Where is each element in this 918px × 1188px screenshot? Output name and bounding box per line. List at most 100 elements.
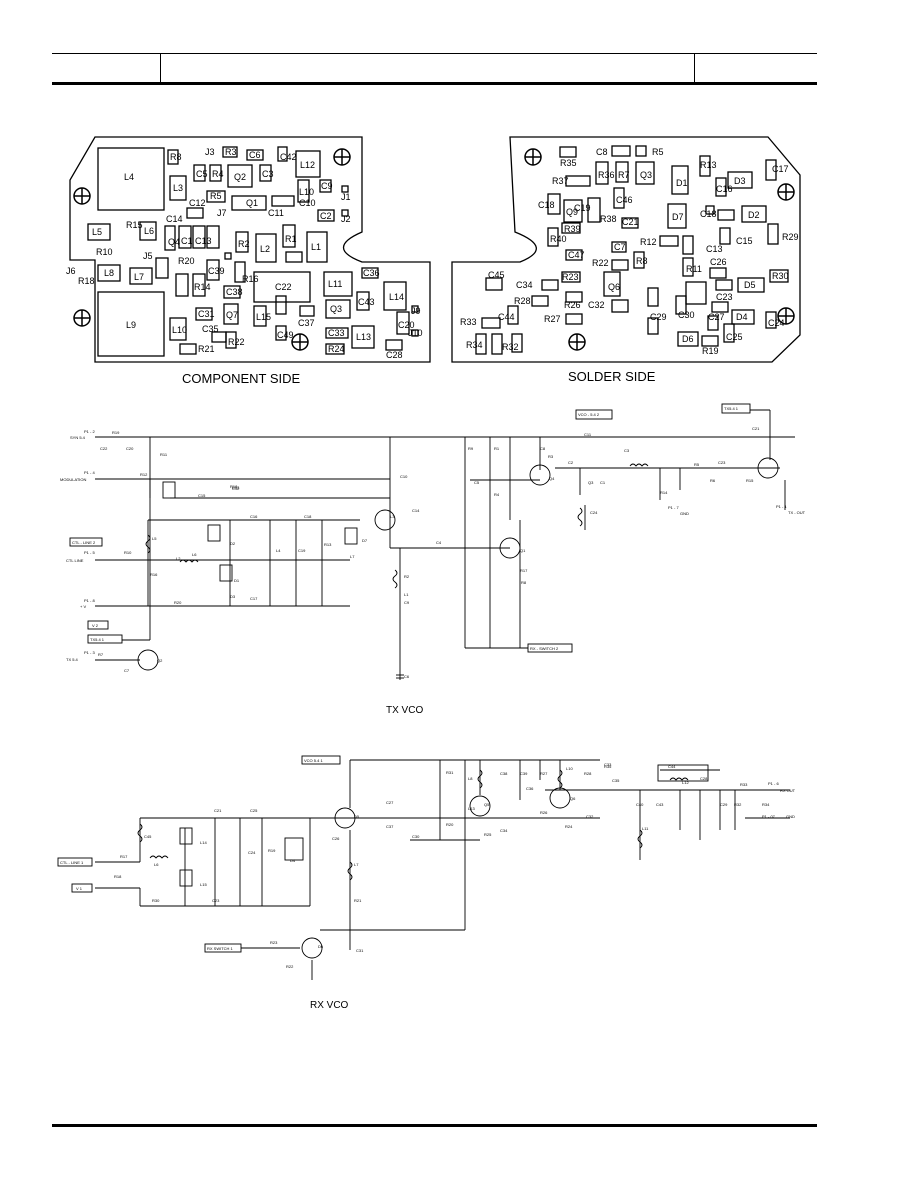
ss-c45: C45	[488, 270, 505, 280]
ss-r22: R22	[592, 258, 609, 268]
svg-text:D6: D6	[318, 944, 324, 949]
ss-c18: C18	[700, 209, 717, 219]
svg-text:R9: R9	[468, 446, 474, 451]
cs-r24: R24	[328, 344, 345, 354]
cs-l5: L5	[92, 227, 102, 237]
svg-text:C9: C9	[404, 600, 410, 605]
tx-syn54: SYN 5.4	[70, 435, 86, 440]
tx-ctl-line-2: CTL - LINE 2	[72, 540, 96, 545]
ss-r28: R28	[514, 296, 531, 306]
svg-text:R1: R1	[494, 446, 500, 451]
ss-c32: C32	[588, 300, 605, 310]
rx-vco-boxes	[57, 755, 341, 953]
cs-c5: C5	[196, 169, 208, 179]
svg-text:R18: R18	[230, 484, 238, 489]
svg-text:C33: C33	[604, 762, 612, 767]
svg-text:R17: R17	[520, 568, 528, 573]
svg-text:C6: C6	[404, 674, 410, 679]
svg-text:C24: C24	[248, 850, 256, 855]
cs-r2: R2	[238, 239, 250, 249]
cs-c9: C9	[321, 181, 333, 191]
svg-text:Q2: Q2	[157, 658, 163, 663]
svg-text:C37: C37	[386, 824, 394, 829]
svg-text:C16: C16	[250, 514, 258, 519]
cs-c39: C39	[208, 266, 225, 276]
svg-text:C23: C23	[718, 460, 726, 465]
ss-r36: R36	[598, 170, 615, 180]
svg-text:D2: D2	[230, 541, 236, 546]
cs-r18: R18	[78, 276, 95, 286]
svg-text:R20: R20	[174, 600, 182, 605]
ss-r30: R30	[772, 271, 789, 281]
cs-r16: R16	[242, 274, 259, 284]
cs-c33: C33	[328, 328, 345, 338]
svg-text:C28: C28	[700, 776, 708, 781]
cs-j2: J2	[341, 214, 351, 224]
component-side-board	[69, 136, 431, 363]
svg-text:C23: C23	[212, 898, 220, 903]
svg-text:L3: L3	[390, 514, 395, 519]
ss-r19: R19	[702, 346, 719, 356]
svg-text:C21: C21	[752, 426, 760, 431]
ss-c34: C34	[516, 280, 533, 290]
solder-side-board	[451, 136, 801, 363]
svg-text:C45: C45	[144, 834, 152, 839]
svg-text:C3: C3	[624, 448, 630, 453]
tx-rx-switch-2: RX - SWITCH 2	[530, 646, 559, 651]
ss-r8: R8	[636, 256, 648, 266]
svg-text:R22: R22	[286, 964, 294, 969]
tx-vco-boxes	[69, 403, 751, 653]
header-divider-2	[694, 53, 695, 85]
svg-text:C24: C24	[590, 510, 598, 515]
tx-vco-components	[137, 457, 779, 679]
ss-r34: R34	[466, 340, 483, 350]
svg-text:C7: C7	[124, 668, 130, 673]
svg-text:D5: D5	[354, 814, 360, 819]
tx-vco-caption: TX VCO	[386, 705, 423, 716]
cs-j1: J1	[341, 192, 351, 202]
tx-vco-54-2: VCO - 5.4 2	[578, 412, 600, 417]
cs-l6: L6	[144, 226, 154, 236]
tx-ctl-line: CTL LINE	[66, 558, 84, 563]
tx-p1-8: P1 - 8	[84, 598, 95, 603]
svg-text:C43: C43	[656, 802, 664, 807]
rx-vco-wiring	[95, 759, 790, 980]
cs-c6: C6	[249, 150, 261, 160]
cs-r4: R4	[212, 169, 224, 179]
ss-c48: C18	[538, 200, 555, 210]
svg-text:C34: C34	[500, 828, 508, 833]
ss-c46: C46	[616, 195, 633, 205]
tx-modulation: MODULATION	[60, 477, 86, 482]
svg-text:R13: R13	[324, 542, 332, 547]
cs-r14: R14	[194, 282, 211, 292]
cs-c13: C13	[195, 236, 212, 246]
svg-text:L13: L13	[468, 806, 475, 811]
cs-c28: C28	[386, 350, 403, 360]
tx-p1-5: P1 - 5	[84, 550, 95, 555]
ss-c26: C26	[710, 257, 727, 267]
ss-c7: C7	[614, 242, 626, 252]
svg-text:R19: R19	[112, 430, 120, 435]
cs-q3: Q3	[330, 304, 342, 314]
svg-text:R5: R5	[694, 462, 700, 467]
svg-text:R16: R16	[150, 572, 158, 577]
svg-text:R32: R32	[734, 802, 742, 807]
ss-c25: C25	[726, 332, 743, 342]
rx-v1: V 1	[76, 886, 83, 891]
svg-text:R18: R18	[114, 874, 122, 879]
svg-text:R2: R2	[404, 574, 410, 579]
svg-text:R6: R6	[710, 478, 716, 483]
svg-text:R33: R33	[740, 782, 748, 787]
tx-p1-4: P1 - 4	[84, 470, 95, 475]
cs-l9: L9	[126, 320, 136, 330]
svg-text:D3: D3	[230, 594, 236, 599]
svg-text:D7: D7	[362, 538, 368, 543]
svg-text:R21: R21	[354, 898, 362, 903]
ss-c29: C29	[650, 312, 667, 322]
ss-r13: R13	[700, 160, 717, 170]
ss-c27: C27	[708, 312, 725, 322]
svg-text:Q4: Q4	[549, 476, 555, 481]
ss-d2: D2	[748, 210, 760, 220]
rx-ctl-line-1: CTL - LINE 1	[60, 860, 84, 865]
svg-text:C18: C18	[304, 514, 312, 519]
